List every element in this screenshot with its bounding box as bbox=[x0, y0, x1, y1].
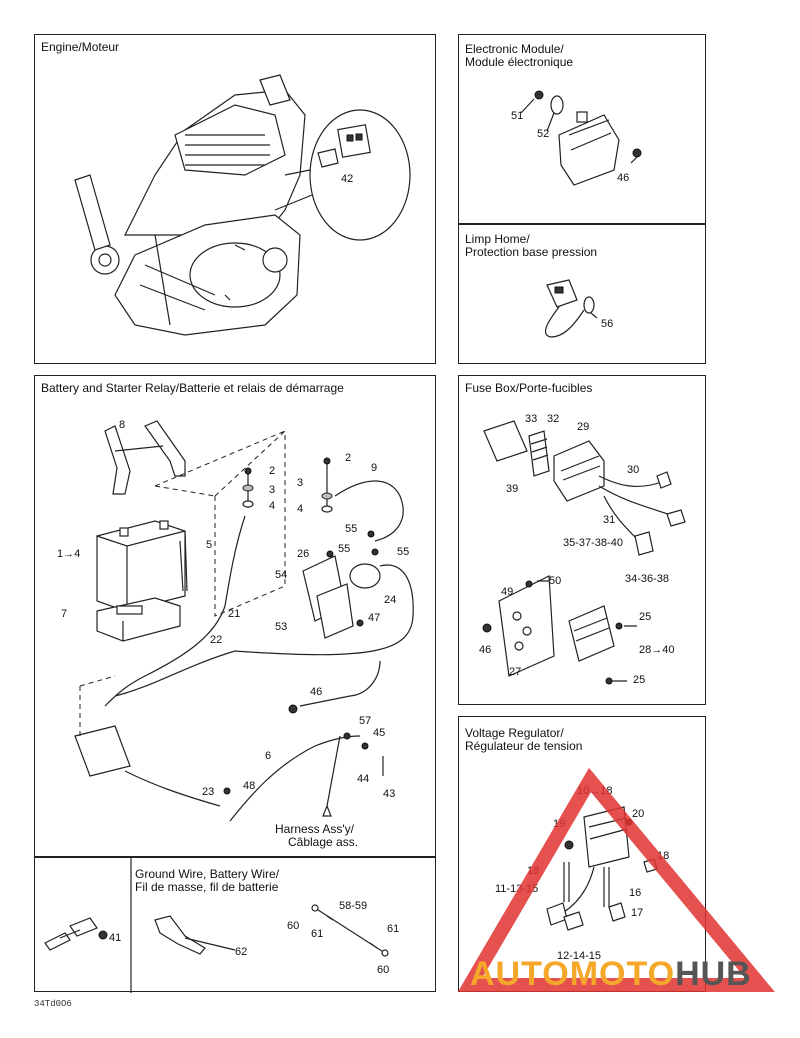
battery-label-44: 44 bbox=[357, 773, 370, 785]
electronic-module-title-line2: Module électronique bbox=[465, 55, 574, 69]
battery-starter-panel: Battery and Starter Relay/Batterie et re… bbox=[34, 375, 436, 857]
battery-label-4a: 4 bbox=[269, 500, 276, 512]
electronic-module-label-51: 51 bbox=[511, 110, 524, 122]
electronic-module-title-line1: Electronic Module/ bbox=[465, 42, 564, 56]
battery-label-46: 46 bbox=[310, 686, 323, 698]
fuse-label-25a: 25 bbox=[639, 611, 652, 623]
battery-label-3b: 3 bbox=[297, 477, 304, 489]
voltage-regulator-panel: Voltage Regulator/ Régulateur de tension… bbox=[458, 716, 706, 992]
fuse-label-33: 33 bbox=[525, 413, 538, 425]
harness-label-line1: Harness Ass'y/ bbox=[275, 822, 354, 836]
fuse-label-32: 32 bbox=[547, 413, 560, 425]
battery-panel-title: Battery and Starter Relay/Batterie et re… bbox=[41, 381, 344, 395]
fuse-label-28-40: 28→40 bbox=[639, 644, 675, 656]
vr-label-18b: 18 bbox=[527, 865, 540, 877]
limp-home-title-line2: Protection base pression bbox=[465, 245, 598, 259]
fuse-box-panel: Fuse Box/Porte-fucibles 33 32 29 30 39 3… bbox=[458, 375, 706, 705]
fuse-label-46: 46 bbox=[479, 644, 492, 656]
limp-home-panel: Limp Home/ Protection base pression 56 bbox=[458, 224, 706, 364]
fuse-label-30: 30 bbox=[627, 464, 640, 476]
fuse-label-34-36-38: 34-36-38 bbox=[625, 573, 670, 585]
engine-panel: Engine/Moteur 42 bbox=[34, 34, 436, 364]
ground-wire-title-line1: Ground Wire, Battery Wire/ bbox=[135, 867, 280, 881]
battery-label-7: 7 bbox=[61, 608, 68, 620]
ground-label-61a: 61 bbox=[311, 928, 324, 940]
limp-home-label-56: 56 bbox=[601, 318, 614, 330]
battery-label-55a: 55 bbox=[345, 523, 358, 535]
fuse-label-39: 39 bbox=[506, 483, 519, 495]
battery-illustration bbox=[74, 420, 414, 822]
fuse-label-31: 31 bbox=[603, 514, 616, 526]
vr-label-18a: 18 bbox=[657, 850, 670, 862]
battery-label-4b: 4 bbox=[297, 503, 304, 515]
battery-label-1-4: 1→4 bbox=[57, 548, 81, 560]
battery-label-47: 47 bbox=[368, 612, 381, 624]
battery-label-2a: 2 bbox=[269, 465, 276, 477]
battery-label-24: 24 bbox=[384, 594, 397, 606]
battery-label-43: 43 bbox=[383, 788, 396, 800]
battery-label-22: 22 bbox=[210, 634, 223, 646]
fuse-label-29: 29 bbox=[577, 421, 590, 433]
battery-label-53: 53 bbox=[275, 621, 288, 633]
vr-label-10-18: 10→18 bbox=[577, 785, 613, 797]
battery-label-48: 48 bbox=[243, 780, 256, 792]
battery-label-45: 45 bbox=[373, 727, 386, 739]
ground-label-62: 62 bbox=[235, 946, 248, 958]
engine-illustration bbox=[74, 74, 411, 336]
watermark-text-hub: HUB bbox=[675, 955, 752, 993]
battery-label-8: 8 bbox=[119, 419, 126, 431]
fuse-label-49: 49 bbox=[501, 586, 514, 598]
engine-panel-title: Engine/Moteur bbox=[41, 40, 120, 54]
harness-label-line2: Câblage ass. bbox=[288, 835, 359, 849]
battery-label-6: 6 bbox=[265, 750, 272, 762]
fuse-label-50: 50 bbox=[549, 575, 562, 587]
ground-wire-illustration bbox=[44, 858, 389, 993]
fuse-label-27: 27 bbox=[509, 666, 522, 678]
fuse-label-35-37-38-40: 35-37-38-40 bbox=[563, 537, 623, 549]
ground-wire-panel: Ground Wire, Battery Wire/ Fil de masse,… bbox=[34, 857, 436, 993]
battery-label-55c: 55 bbox=[397, 546, 410, 558]
electronic-module-panel: Electronic Module/ Module électronique 5… bbox=[458, 34, 706, 224]
electronic-module-label-52: 52 bbox=[537, 128, 550, 140]
engine-label-42: 42 bbox=[341, 173, 354, 185]
watermark-logo: AUTOMOTOHUB bbox=[470, 955, 752, 994]
vr-label-11-13-15: 11-13-15 bbox=[495, 883, 539, 895]
ground-wire-title-line2: Fil de masse, fil de batterie bbox=[135, 880, 279, 894]
ground-label-60b: 60 bbox=[377, 964, 390, 976]
battery-label-5: 5 bbox=[206, 539, 213, 551]
battery-label-21: 21 bbox=[228, 608, 241, 620]
fuse-box-illustration bbox=[482, 420, 686, 685]
watermark-text-automoto: AUTOMOTO bbox=[470, 955, 676, 993]
vr-label-19: 19 bbox=[553, 818, 566, 830]
document-code: 34Td0O6 bbox=[34, 999, 72, 1009]
electronic-module-illustration bbox=[520, 90, 642, 186]
voltage-regulator-title-line2: Régulateur de tension bbox=[465, 739, 583, 753]
battery-label-26: 26 bbox=[297, 548, 310, 560]
limp-home-title-line1: Limp Home/ bbox=[465, 232, 530, 246]
vr-label-17: 17 bbox=[631, 907, 644, 919]
battery-label-55b: 55 bbox=[338, 543, 351, 555]
battery-label-9: 9 bbox=[371, 462, 378, 474]
voltage-regulator-title-line1: Voltage Regulator/ bbox=[465, 726, 564, 740]
ground-label-61b: 61 bbox=[387, 923, 400, 935]
battery-label-54: 54 bbox=[275, 569, 288, 581]
electronic-module-label-46: 46 bbox=[617, 172, 630, 184]
vr-label-20: 20 bbox=[632, 808, 645, 820]
battery-label-3a: 3 bbox=[269, 484, 276, 496]
fuse-label-25b: 25 bbox=[633, 674, 646, 686]
vr-label-16: 16 bbox=[629, 887, 642, 899]
battery-label-23: 23 bbox=[202, 786, 215, 798]
limp-home-illustration bbox=[545, 279, 598, 338]
ground-label-58-59: 58-59 bbox=[339, 900, 368, 912]
fuse-box-title: Fuse Box/Porte-fucibles bbox=[465, 381, 593, 395]
ground-label-41: 41 bbox=[109, 932, 122, 944]
battery-label-57: 57 bbox=[359, 715, 372, 727]
ground-label-60a: 60 bbox=[287, 920, 300, 932]
battery-label-2b: 2 bbox=[345, 452, 352, 464]
